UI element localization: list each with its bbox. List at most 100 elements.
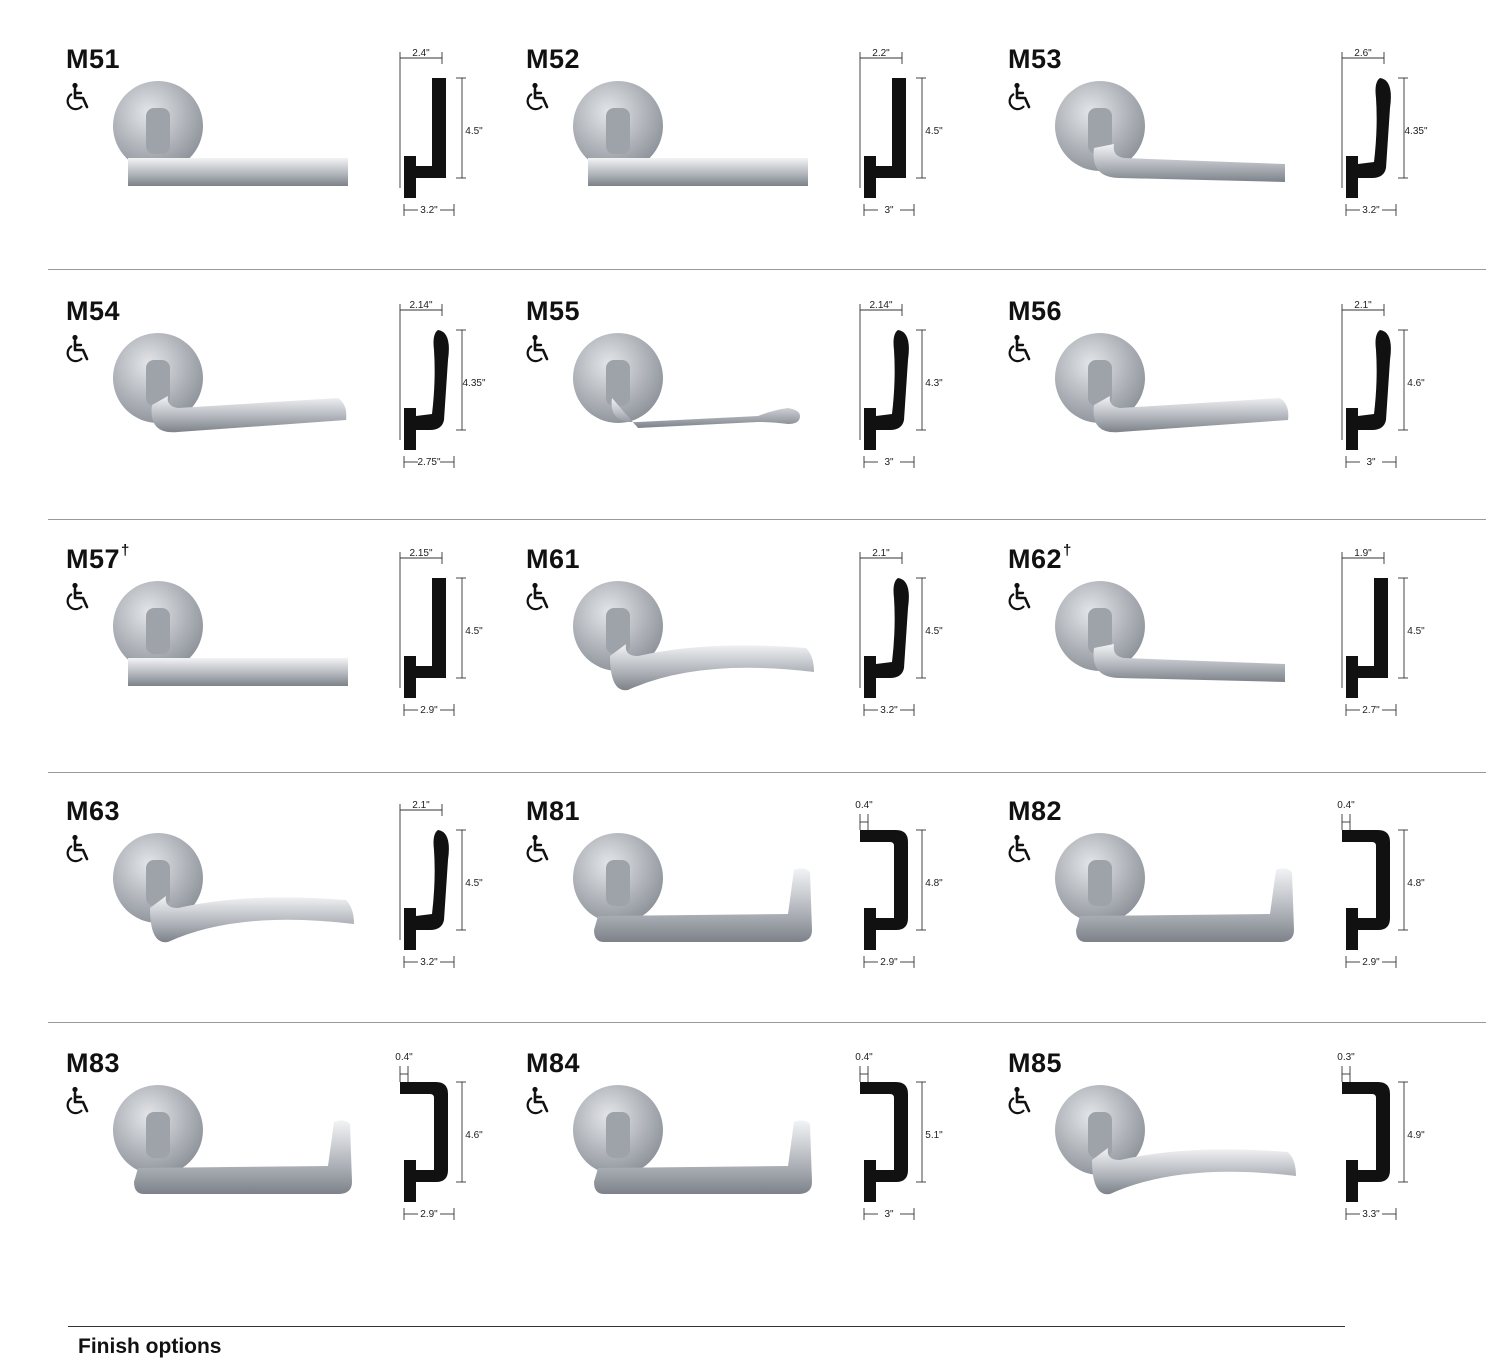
lever-model-card: M81 0.4"4.8"2.9" [508, 798, 990, 1052]
lever-profile-diagram: 2.14"4.3"3" [859, 300, 943, 468]
model-id: M51 [66, 44, 121, 74]
model-id: M53 [1008, 44, 1063, 74]
accessibility-icon [1008, 582, 1031, 611]
model-id: M82 [1008, 796, 1063, 826]
lever-model-card: M52 2.2"4.5"3" [508, 46, 990, 300]
lever-image [113, 333, 347, 433]
accessibility-icon [66, 82, 89, 111]
accessibility-icon [66, 1086, 89, 1115]
lever-image [113, 833, 354, 943]
accessibility-icon [1008, 834, 1031, 863]
lever-image [1055, 581, 1285, 682]
lever-model-card: M83 0.4"4.6"2.9" [48, 1050, 530, 1304]
lever-profile-diagram: 0.3"4.9"3.3" [1337, 1052, 1425, 1220]
height-dimension-label: 4.5" [465, 126, 483, 137]
lever-profile-diagram: 2.15"4.5"2.9" [399, 548, 483, 716]
model-number: M81 [526, 798, 580, 825]
lever-image [1055, 333, 1289, 433]
lever-profile-diagram: 1.9"4.5"2.7" [1341, 548, 1425, 716]
lever-image [573, 333, 800, 428]
model-number: M63 [66, 798, 120, 825]
lever-image [113, 581, 348, 686]
model-id: M54 [66, 296, 121, 326]
lever-model-card: M63 2.1"4.5"3.2" [48, 798, 530, 1052]
lever-model-card: M51 2.4"4.5"3.2" [48, 46, 530, 300]
height-dimension-label: 4.3" [925, 378, 943, 389]
lever-model-card: M54 2.14" 4.35" 2.75" [48, 298, 530, 552]
lever-image [573, 81, 808, 186]
lever-image [1055, 81, 1285, 182]
model-id: M83 [66, 1048, 121, 1078]
height-dimension-label: 4.5" [1407, 626, 1425, 637]
row-divider [48, 772, 1486, 773]
lever-model-card: M57†2.15"4.5"2.9" [48, 543, 530, 800]
accessibility-icon [66, 582, 89, 611]
depth-dimension-label: 3.2" [880, 705, 898, 716]
finish-options-heading: Finish options [78, 1335, 222, 1358]
lever-profile-diagram: 0.4"4.6"2.9" [395, 1052, 483, 1220]
top-dimension-label: 2.6" [1354, 48, 1372, 59]
dagger-note-mark: † [121, 542, 130, 559]
top-dimension-label: 2.15" [409, 548, 432, 559]
model-number: M51 [66, 46, 120, 73]
model-id: M55 [526, 296, 581, 326]
lever-profile-diagram: 0.4"4.8"2.9" [855, 800, 943, 968]
depth-dimension-label: 2.75" [417, 457, 440, 468]
finish-divider [68, 1326, 1345, 1327]
model-number: M83 [66, 1050, 120, 1077]
top-dimension-label: 2.14" [409, 300, 432, 311]
lever-profile-diagram: 2.6"4.35"3.2" [1341, 48, 1428, 216]
row-divider [48, 1022, 1486, 1023]
model-id: M84 [526, 1048, 581, 1078]
height-dimension-label: 4.35" [1404, 126, 1427, 137]
dagger-note-mark: † [1063, 542, 1072, 559]
depth-dimension-label: 3" [884, 457, 894, 468]
lever-image [573, 581, 814, 691]
lever-image [1055, 1085, 1296, 1195]
model-number: M57† [66, 543, 130, 573]
lever-profile-diagram: 0.4"5.1"3" [855, 1052, 943, 1220]
top-dimension-label: 2.1" [1354, 300, 1372, 311]
lever-image [573, 833, 812, 942]
accessibility-icon [1008, 334, 1031, 363]
lever-image [573, 1085, 812, 1194]
accessibility-icon [526, 334, 549, 363]
height-dimension-label: 4.5" [465, 626, 483, 637]
top-dimension-label: 2.1" [872, 548, 890, 559]
row-divider [48, 519, 1486, 520]
lever-profile-diagram: 2.1"4.5"3.2" [859, 548, 943, 716]
top-dimension-label: 0.4" [855, 1052, 873, 1063]
lever-profile-diagram: 2.4"4.5"3.2" [399, 48, 483, 216]
top-dimension-label: 0.4" [395, 1052, 413, 1063]
lever-image [113, 81, 348, 186]
row-divider [48, 269, 1486, 270]
depth-dimension-label: 2.7" [1362, 705, 1380, 716]
lever-profile-diagram: 2.2"4.5"3" [859, 48, 943, 216]
depth-dimension-label: 3" [884, 1209, 894, 1220]
accessibility-icon [526, 834, 549, 863]
accessibility-icon [66, 834, 89, 863]
depth-dimension-label: 3.2" [420, 957, 438, 968]
lever-profile-diagram: 2.1"4.5"3.2" [399, 800, 483, 968]
accessibility-icon [1008, 82, 1031, 111]
model-id: M81 [526, 796, 581, 826]
model-number: M52 [526, 46, 580, 73]
height-dimension-label: 4.35" [462, 378, 485, 389]
accessibility-icon [1008, 1086, 1031, 1115]
height-dimension-label: 4.8" [1407, 878, 1425, 889]
model-number: M61 [526, 546, 580, 573]
lever-image [1055, 833, 1294, 942]
lever-image [113, 1085, 352, 1194]
top-dimension-label: 0.4" [855, 800, 873, 811]
depth-dimension-label: 3" [1366, 457, 1376, 468]
model-id: M62 [1008, 544, 1063, 574]
depth-dimension-label: 2.9" [1362, 957, 1380, 968]
model-id: M52 [526, 44, 581, 74]
